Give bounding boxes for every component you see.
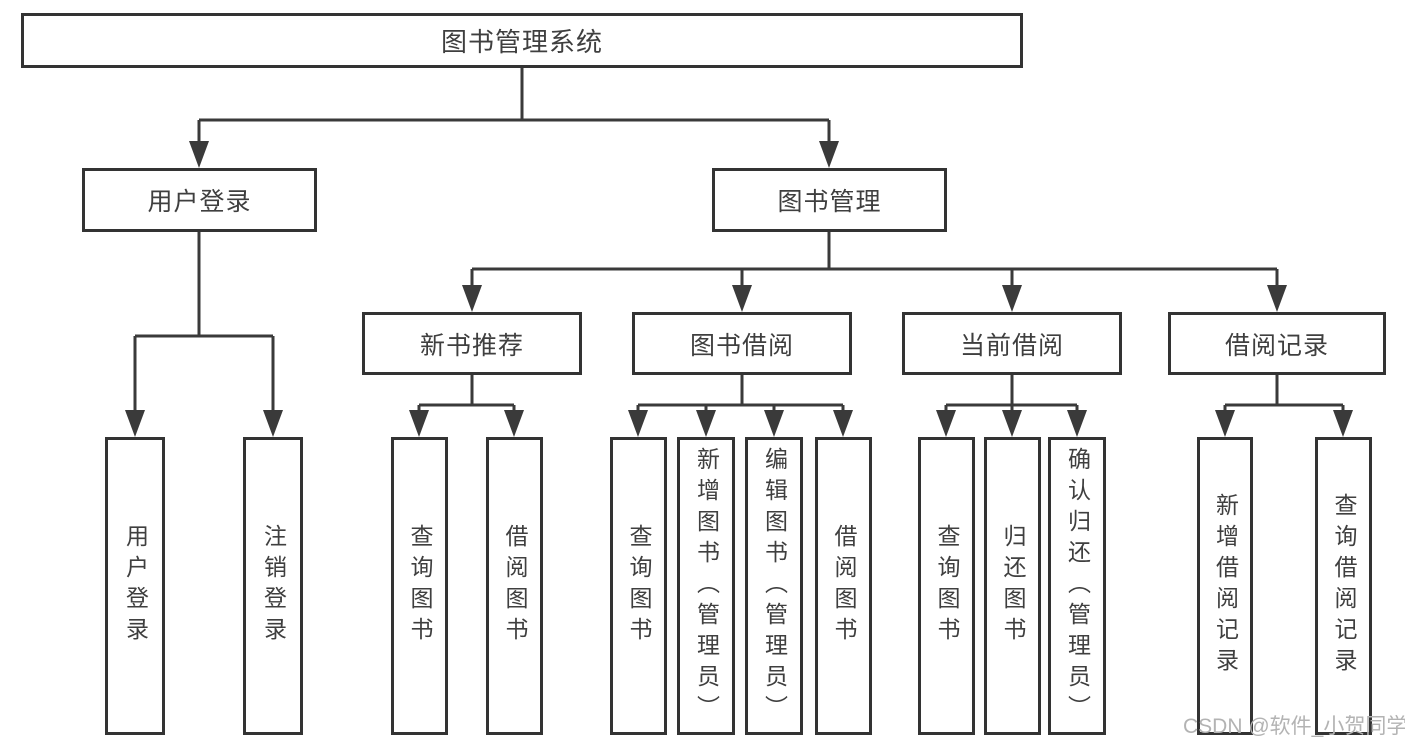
leaf-logout: 注销登录 <box>243 437 303 735</box>
leaf-bb-edit-books-admin: 编辑图书（管理员） <box>745 437 803 735</box>
node-borrow-records: 借阅记录 <box>1168 312 1386 375</box>
csdn-watermark: CSDN @软件_小贺同学 <box>1183 715 1405 738</box>
connector-new-book <box>417 375 516 413</box>
leaf-cb-query-books: 查询图书 <box>918 437 975 735</box>
leaf-bb-query-books: 查询图书 <box>610 437 667 735</box>
node-current-borrow: 当前借阅 <box>902 312 1122 375</box>
node-library-management-system: 图书管理系统 <box>21 13 1023 68</box>
node-book-management: 图书管理 <box>712 168 947 232</box>
leaf-nb-query-books: 查询图书 <box>391 437 448 735</box>
leaf-cb-return-books: 归还图书 <box>984 437 1041 735</box>
connector-book-borrow <box>636 375 845 413</box>
leaf-nb-borrow-books: 借阅图书 <box>486 437 543 735</box>
connector-root <box>197 68 831 144</box>
node-new-book-recommend: 新书推荐 <box>362 312 582 375</box>
connector-current-borrow <box>944 375 1079 413</box>
node-user-login: 用户登录 <box>82 168 317 232</box>
connector-book-management <box>470 232 1279 288</box>
leaf-br-query-record: 查询借阅记录 <box>1315 437 1372 735</box>
leaf-cb-confirm-return-admin: 确认归还（管理员） <box>1048 437 1106 735</box>
leaf-br-add-record: 新增借阅记录 <box>1197 437 1253 735</box>
leaf-user-login: 用户登录 <box>105 437 165 735</box>
leaf-bb-borrow-books: 借阅图书 <box>815 437 872 735</box>
connector-borrow-records <box>1223 375 1345 413</box>
node-book-borrow: 图书借阅 <box>632 312 852 375</box>
connector-user-login <box>133 232 275 413</box>
arrowheads <box>125 141 1353 437</box>
leaf-bb-add-books-admin: 新增图书（管理员） <box>677 437 735 735</box>
